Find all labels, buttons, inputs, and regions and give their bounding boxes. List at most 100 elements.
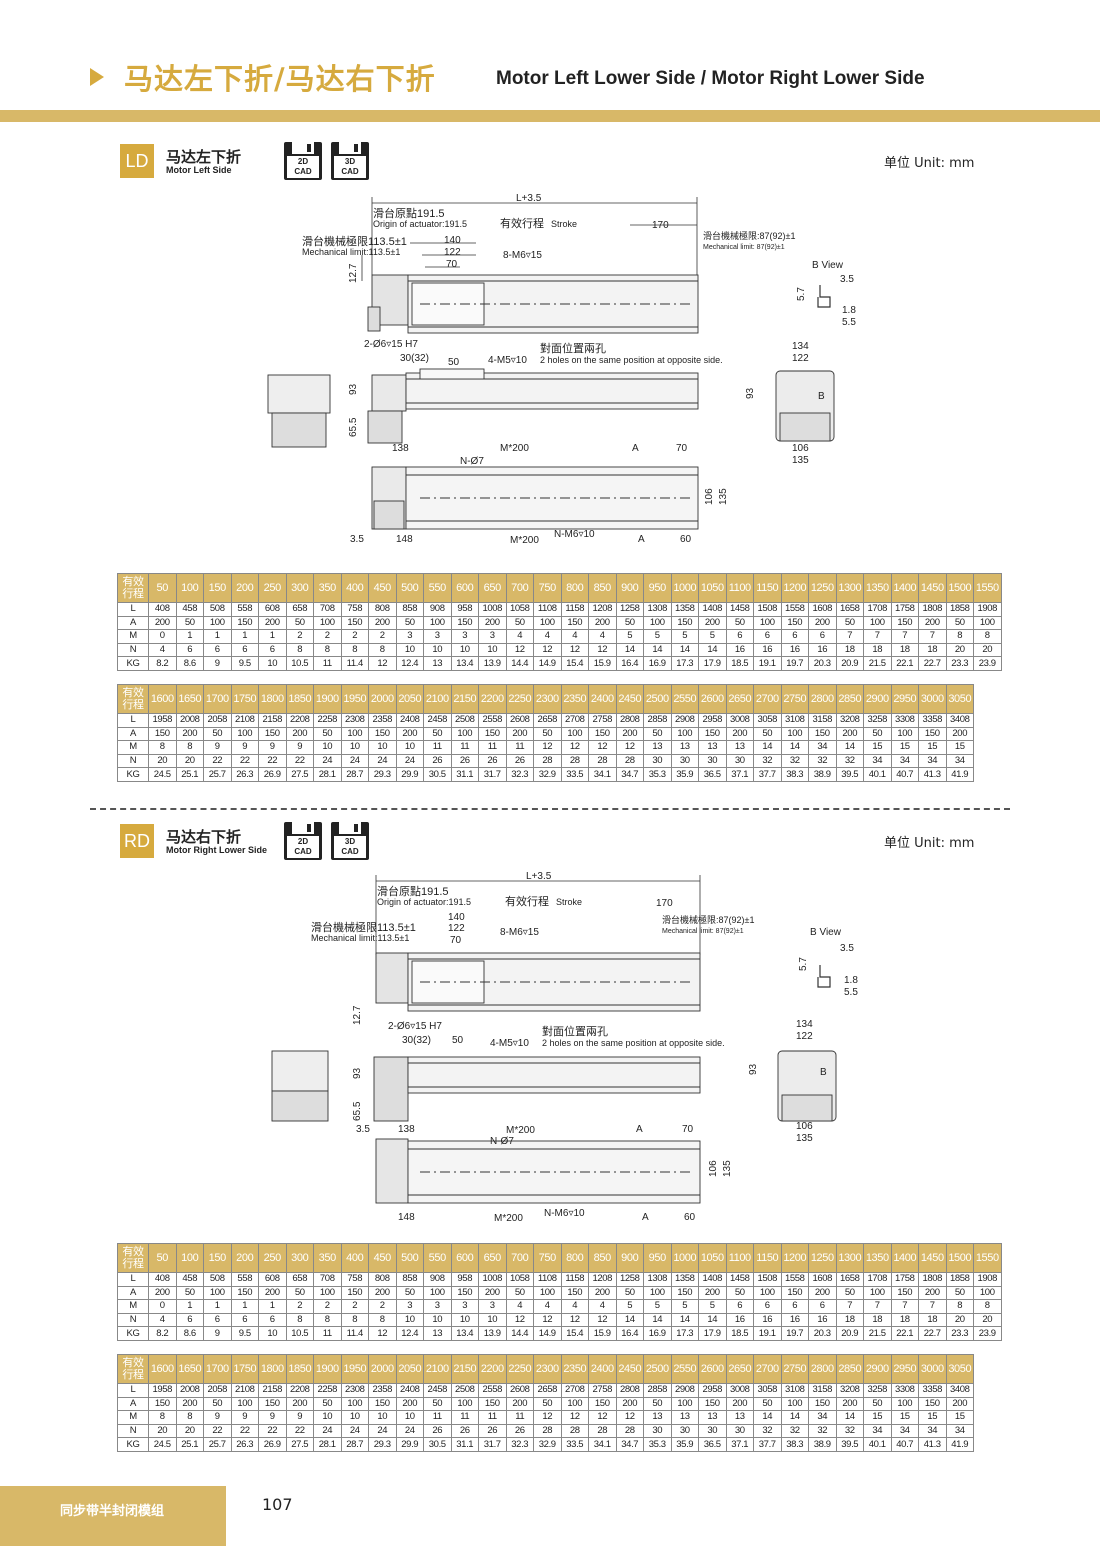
stroke-header-cell: 2450 xyxy=(615,684,644,714)
footer-series: 同步带半封闭模组 xyxy=(60,1504,165,1519)
table-cell: 5 xyxy=(643,629,672,644)
stroke-header-cell: 500 xyxy=(395,1243,424,1273)
stroke-header-cell: 2500 xyxy=(643,1354,672,1384)
table-cell: 18 xyxy=(890,642,919,658)
table-cell: 8 xyxy=(285,1312,314,1328)
dim-134: 134 xyxy=(796,1019,813,1030)
table-cell: 9 xyxy=(203,740,232,755)
table-cell: 11 xyxy=(450,740,479,755)
table-cell: 3258 xyxy=(863,713,892,728)
table-cell: 3408 xyxy=(945,1383,974,1398)
stroke-header-cell: 1700 xyxy=(203,684,232,714)
stroke-header-cell: 2300 xyxy=(533,1354,562,1384)
stroke-header-cell: 2350 xyxy=(560,684,589,714)
table-cell: 9.5 xyxy=(230,656,259,671)
table-cell: 50 xyxy=(203,1396,232,1412)
table-cell: 21.5 xyxy=(863,1326,892,1341)
table-cell: 9 xyxy=(203,1410,232,1425)
table-cell: 22 xyxy=(258,1423,287,1439)
stroke-header-cell: 2100 xyxy=(423,684,452,714)
nm6-holes: N-M6▿10 xyxy=(544,1208,585,1219)
table-cell: 200 xyxy=(148,615,177,631)
table-cell: 28 xyxy=(533,1423,562,1439)
stroke-header-cell: 850 xyxy=(588,1243,617,1273)
stroke-header-cell: 2200 xyxy=(478,684,507,714)
table-cell: 1258 xyxy=(615,1272,644,1287)
table-cell: 558 xyxy=(230,1272,259,1287)
page-title-en: Motor Left Lower Side / Motor Right Lowe… xyxy=(496,68,925,89)
table-cell: 24 xyxy=(313,753,342,769)
dim-93-right: 93 xyxy=(745,387,756,399)
table-cell: 10 xyxy=(313,740,342,755)
table-cell: 8 xyxy=(973,629,1002,644)
table-cell: 35.3 xyxy=(643,767,672,782)
stroke-header-cell: 350 xyxy=(313,1243,342,1273)
table-cell: 7 xyxy=(890,1299,919,1314)
stroke-header-cell: 650 xyxy=(478,1243,507,1273)
table-cell: 33.5 xyxy=(560,1437,589,1452)
table-cell: 3258 xyxy=(863,1383,892,1398)
table-cell: 2858 xyxy=(643,1383,672,1398)
table-cell: 50 xyxy=(643,1396,672,1412)
table-cell: 40.1 xyxy=(863,1437,892,1452)
cad-2d-label: 2D xyxy=(297,157,309,166)
stroke-header-cell: 1500 xyxy=(945,1243,974,1273)
table-cell: 100 xyxy=(780,726,809,742)
dim-total-len: L+3.5 xyxy=(516,193,542,204)
table-cell: 1858 xyxy=(945,602,974,617)
stroke-header-cell: 2250 xyxy=(505,684,534,714)
stroke-header-cell: 200 xyxy=(230,1243,259,1273)
table-cell: 50 xyxy=(835,1285,864,1301)
table-cell: 458 xyxy=(175,602,204,617)
table-cell: 14 xyxy=(780,740,809,755)
stroke-header-cell: 600 xyxy=(450,573,479,603)
table-cell: 1108 xyxy=(533,1272,562,1287)
row-label-cell: KG xyxy=(117,656,149,671)
stroke-header-cell: 2950 xyxy=(890,684,919,714)
dim-135: 135 xyxy=(718,488,729,505)
table-cell: 200 xyxy=(945,1396,974,1412)
table-cell: 35.9 xyxy=(670,1437,699,1452)
dim-106: 106 xyxy=(704,488,715,505)
table-cell: 100 xyxy=(560,726,589,742)
table-cell: 2 xyxy=(368,629,397,644)
table-cell: 2908 xyxy=(670,1383,699,1398)
table-cell: 200 xyxy=(285,726,314,742)
table-cell: 3308 xyxy=(890,713,919,728)
table-cell: 3 xyxy=(450,629,479,644)
table-cell: 12 xyxy=(588,740,617,755)
table-cell: 4 xyxy=(533,629,562,644)
table-cell: 50 xyxy=(423,1396,452,1412)
stroke-header-cell: 1650 xyxy=(175,684,204,714)
table-cell: 2908 xyxy=(670,713,699,728)
stroke-header-cell: 2850 xyxy=(835,684,864,714)
table-cell: 8.2 xyxy=(148,656,177,671)
dim-m200-bottom: M*200 xyxy=(494,1213,523,1224)
table-cell: 150 xyxy=(808,1396,837,1412)
table-cell: 17.3 xyxy=(670,1326,699,1341)
stroke-header-cell: 1550 xyxy=(973,573,1002,603)
table-cell: 100 xyxy=(533,615,562,631)
table-cell: 50 xyxy=(505,615,534,631)
table-cell: 8 xyxy=(368,1312,397,1328)
table-cell: 3058 xyxy=(753,713,782,728)
table-cell: 7 xyxy=(835,1299,864,1314)
table-cell: 22 xyxy=(230,1423,259,1439)
table-cell: 14 xyxy=(615,1312,644,1328)
table-cell: 200 xyxy=(698,615,727,631)
table-cell: 1558 xyxy=(780,1272,809,1287)
table-cell: 26 xyxy=(423,1423,452,1439)
table-cell: 34 xyxy=(945,1423,974,1439)
table-cell: 14.4 xyxy=(505,656,534,671)
table-cell: 19.1 xyxy=(753,1326,782,1341)
dim-106: 106 xyxy=(708,1160,719,1177)
table-cell: 12 xyxy=(505,642,534,658)
table-cell: 150 xyxy=(808,726,837,742)
